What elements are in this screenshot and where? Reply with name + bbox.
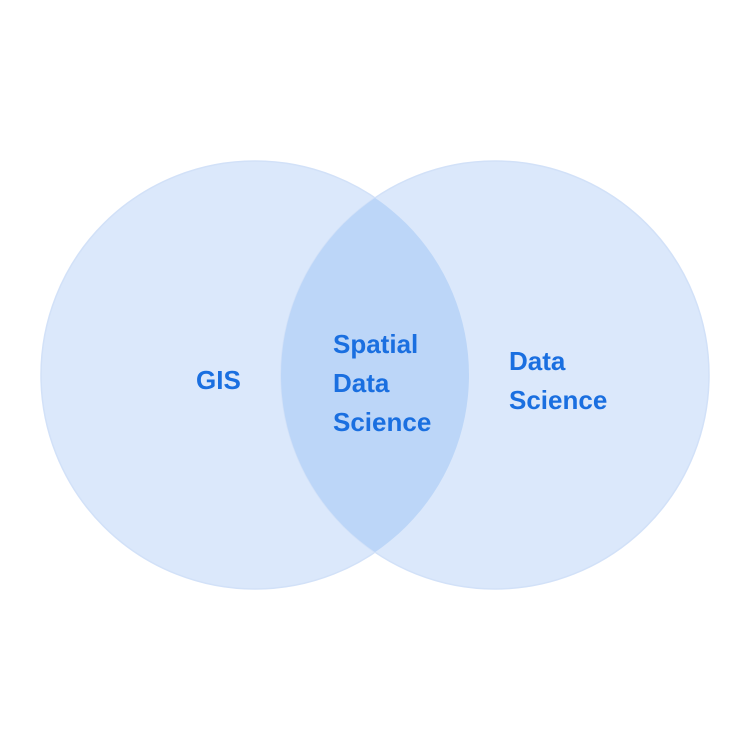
label-data-science: Data Science bbox=[509, 342, 607, 420]
label-data-science-line-1: Data bbox=[509, 346, 566, 376]
label-intersection-line-2: Data bbox=[333, 368, 390, 398]
label-gis: GIS bbox=[196, 361, 241, 400]
label-data-science-line-2: Science bbox=[509, 385, 608, 415]
label-intersection-line-1: Spatial bbox=[333, 329, 419, 359]
intersection-spatial-data-science bbox=[281, 161, 469, 589]
label-intersection-line-3: Science bbox=[333, 407, 432, 437]
label-spatial-data-science: Spatial Data Science bbox=[333, 325, 431, 442]
label-gis-line-1: GIS bbox=[196, 365, 241, 395]
